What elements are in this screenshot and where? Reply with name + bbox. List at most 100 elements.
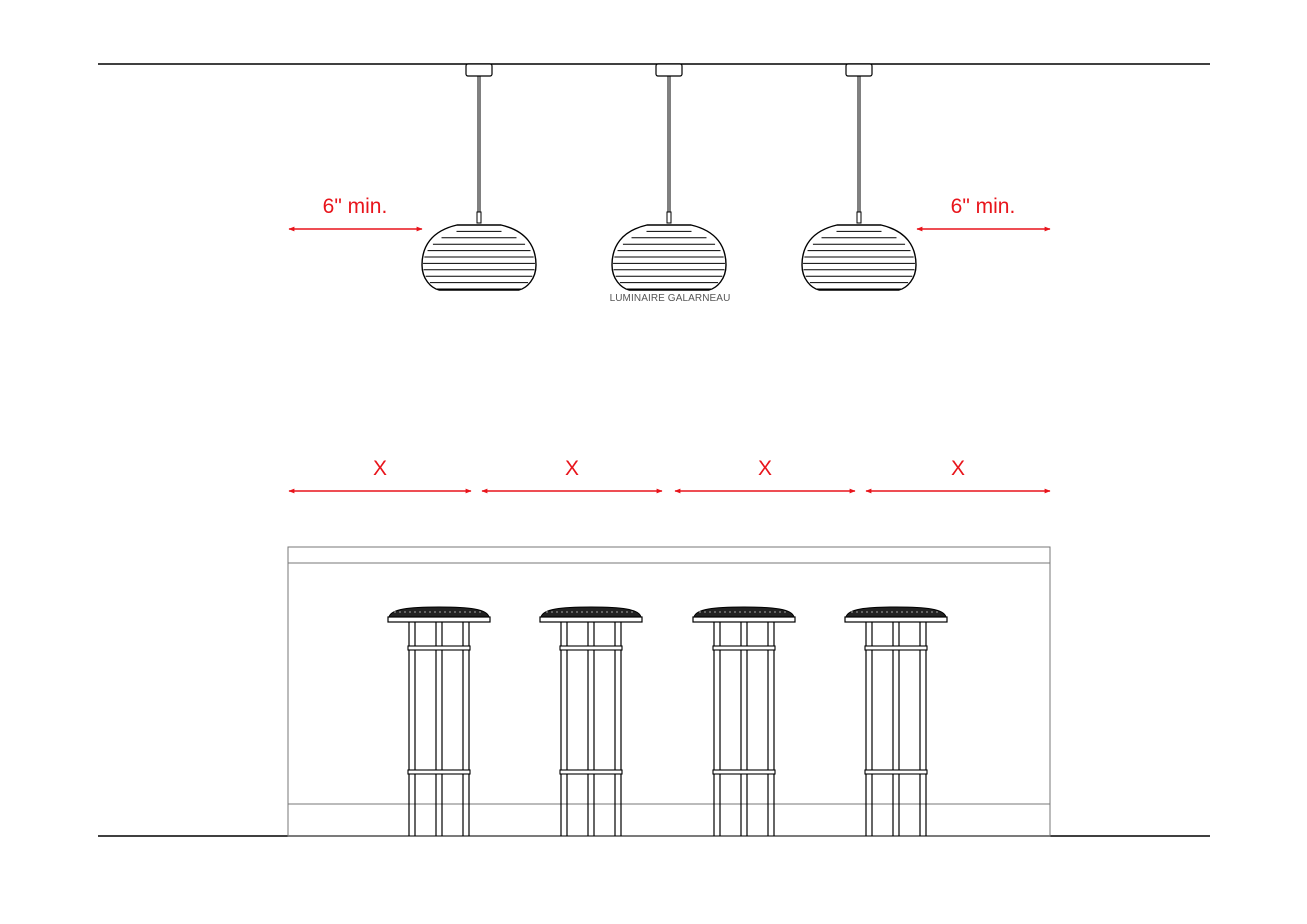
cushion-texture	[881, 611, 883, 613]
cushion-texture	[444, 611, 446, 613]
stool-rung	[712, 769, 776, 775]
cushion-texture	[566, 611, 568, 613]
cushion-texture	[611, 611, 613, 613]
cushion-texture	[866, 611, 868, 613]
counter-outline	[287, 546, 1051, 837]
cushion-texture	[434, 611, 436, 613]
cushion-texture	[749, 611, 751, 613]
cushion-texture	[571, 611, 573, 613]
spacing-label: X	[758, 457, 772, 480]
cushion-texture	[861, 611, 863, 613]
cushion-texture	[556, 611, 558, 613]
cushion-texture	[414, 611, 416, 613]
bar-stool	[692, 606, 796, 836]
cushion-texture	[891, 611, 893, 613]
pendant-socket	[856, 211, 862, 224]
cushion-texture	[621, 611, 623, 613]
cushion-texture	[724, 611, 726, 613]
pendant-socket	[666, 211, 672, 224]
cushion-texture	[586, 611, 588, 613]
cushion-texture	[739, 611, 741, 613]
spacing-label: X	[565, 457, 579, 480]
cushion-texture	[921, 611, 923, 613]
bar-counter	[287, 546, 1051, 837]
stool-rung	[559, 769, 623, 775]
cushion-texture	[616, 611, 618, 613]
pendant-canopy	[845, 63, 873, 77]
cushion-texture	[871, 611, 873, 613]
cushion-texture	[886, 611, 888, 613]
cushion-texture	[606, 611, 608, 613]
cushion-texture	[769, 611, 771, 613]
cushion-texture	[419, 611, 421, 613]
cushion-texture	[896, 611, 898, 613]
bar-stool	[844, 606, 948, 836]
cushion-texture	[454, 611, 456, 613]
spacing-label: X	[373, 457, 387, 480]
stool-seat-base	[844, 616, 948, 623]
cushion-texture	[469, 611, 471, 613]
cushion-texture	[779, 611, 781, 613]
cushion-texture	[479, 611, 481, 613]
cushion-texture	[714, 611, 716, 613]
cushion-texture	[404, 611, 406, 613]
cushion-texture	[709, 611, 711, 613]
cushion-texture	[596, 611, 598, 613]
pendant-canopy	[655, 63, 683, 77]
cushion-texture	[424, 611, 426, 613]
cushion-texture	[581, 611, 583, 613]
cushion-texture	[409, 611, 411, 613]
cushion-texture	[591, 611, 593, 613]
cushion-texture	[856, 611, 858, 613]
cushion-texture	[546, 611, 548, 613]
pendant-canopy	[465, 63, 493, 77]
cushion-texture	[926, 611, 928, 613]
cushion-texture	[759, 611, 761, 613]
cushion-texture	[906, 611, 908, 613]
cushion-texture	[744, 611, 746, 613]
cushion-texture	[901, 611, 903, 613]
pendant-socket	[476, 211, 482, 224]
cushion-texture	[704, 611, 706, 613]
stool-seat-base	[692, 616, 796, 623]
bar-stool	[539, 606, 643, 836]
cushion-texture	[474, 611, 476, 613]
cushion-texture	[754, 611, 756, 613]
cushion-texture	[626, 611, 628, 613]
cushion-texture	[561, 611, 563, 613]
stool-seat-base	[539, 616, 643, 623]
cushion-texture	[631, 611, 633, 613]
pendant-light	[421, 63, 537, 291]
cushion-texture	[911, 611, 913, 613]
luminaire-brand-label: LUMINAIRE GALARNEAU	[610, 293, 731, 304]
cushion-texture	[601, 611, 603, 613]
cushion-texture	[729, 611, 731, 613]
cushion-texture	[936, 611, 938, 613]
pendant-lights	[421, 63, 917, 291]
cushion-texture	[449, 611, 451, 613]
cushion-texture	[931, 611, 933, 613]
cushion-texture	[429, 611, 431, 613]
clearance-right-label: 6" min.	[951, 195, 1016, 218]
cushion-texture	[551, 611, 553, 613]
pendant-light	[611, 63, 727, 291]
cushion-texture	[464, 611, 466, 613]
cushion-texture	[576, 611, 578, 613]
cushion-texture	[439, 611, 441, 613]
stool-rung	[559, 645, 623, 651]
cushion-texture	[459, 611, 461, 613]
spacing-label: X	[951, 457, 965, 480]
cushion-texture	[774, 611, 776, 613]
stool-rung	[864, 769, 928, 775]
cushion-texture	[699, 611, 701, 613]
cushion-texture	[734, 611, 736, 613]
cushion-texture	[851, 611, 853, 613]
stool-rung	[712, 645, 776, 651]
cushion-texture	[394, 611, 396, 613]
cushion-texture	[719, 611, 721, 613]
pendant-light	[801, 63, 917, 291]
bar-stools	[387, 606, 948, 836]
stool-rung	[407, 769, 471, 775]
